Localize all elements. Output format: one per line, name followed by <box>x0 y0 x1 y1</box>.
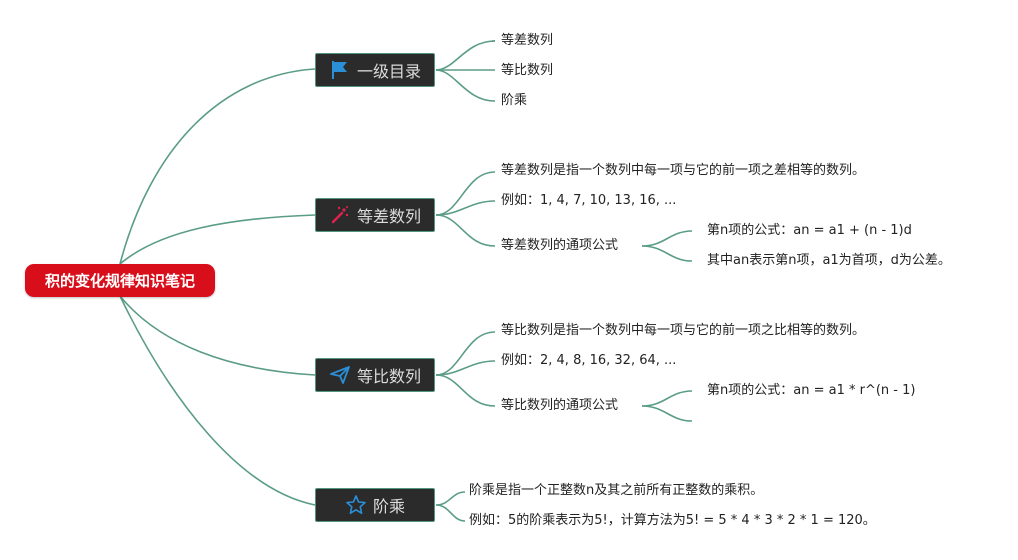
link-root-toc <box>119 68 316 265</box>
link-arith-ex <box>435 200 496 216</box>
magic-wand-icon <box>329 204 351 226</box>
link-geo-ex <box>435 360 496 376</box>
geo-formula[interactable]: 第n项的公式：an = a1 * r^(n - 1) <box>707 383 916 398</box>
link-geo-def <box>435 331 496 376</box>
root-node[interactable]: 积的变化规律知识笔记 <box>25 264 215 297</box>
arith-formula[interactable]: 第n项的公式：an = a1 + (n - 1)d <box>707 223 912 238</box>
arith-example[interactable]: 例如：1, 4, 7, 10, 13, 16, ... <box>501 193 677 208</box>
branch-label: 等比数列 <box>356 367 421 386</box>
link-arith-formula-sub2 <box>641 245 693 262</box>
branch-node-toc[interactable]: 一级目录 <box>315 53 435 87</box>
link-fact-def <box>435 491 466 506</box>
arith-formula-note[interactable]: 其中an表示第n项，a1为首项，d为公差。 <box>707 253 951 268</box>
toc-item[interactable]: 阶乘 <box>501 93 528 108</box>
star-icon <box>345 494 367 516</box>
link-root-arith <box>119 214 316 265</box>
arith-formula-title[interactable]: 等差数列的通项公式 <box>501 238 619 253</box>
link-root-geo <box>119 295 316 376</box>
factorial-definition[interactable]: 阶乘是指一个正整数n及其之前所有正整数的乘积。 <box>469 483 764 498</box>
paper-plane-icon <box>329 364 351 386</box>
link-geo-formula <box>435 374 496 407</box>
geo-example[interactable]: 例如：2, 4, 8, 16, 32, 64, ... <box>501 353 677 368</box>
branch-node-arith[interactable]: 等差数列 <box>315 198 435 232</box>
link-toc-3 <box>435 69 496 102</box>
toc-item[interactable]: 等比数列 <box>501 63 554 78</box>
link-geo-formula-sub1 <box>641 390 693 407</box>
link-root-factorial <box>119 295 316 506</box>
root-label: 积的变化规律知识笔记 <box>44 272 195 290</box>
link-arith-formula <box>435 214 496 247</box>
factorial-example[interactable]: 例如：5的阶乘表示为5!，计算方法为5! = 5 * 4 * 3 * 2 * 1… <box>469 513 876 528</box>
toc-item[interactable]: 等差数列 <box>501 33 554 48</box>
geo-definition[interactable]: 等比数列是指一个数列中每一项与它的前一项之比相等的数列。 <box>501 323 866 338</box>
link-arith-def <box>435 171 496 216</box>
branch-node-factorial[interactable]: 阶乘 <box>315 488 435 522</box>
link-fact-ex <box>435 504 466 522</box>
link-toc-1 <box>435 40 496 71</box>
flag-icon <box>329 59 351 81</box>
link-arith-formula-sub1 <box>641 230 693 247</box>
link-geo-formula-sub2 <box>641 405 693 422</box>
arith-definition[interactable]: 等差数列是指一个数列中每一项与它的前一项之差相等的数列。 <box>501 163 866 178</box>
branch-label: 阶乘 <box>372 497 405 516</box>
branch-label: 等差数列 <box>356 207 421 226</box>
branch-label: 一级目录 <box>356 62 421 81</box>
geo-formula-title[interactable]: 等比数列的通项公式 <box>501 398 619 413</box>
branch-node-geo[interactable]: 等比数列 <box>315 358 435 392</box>
